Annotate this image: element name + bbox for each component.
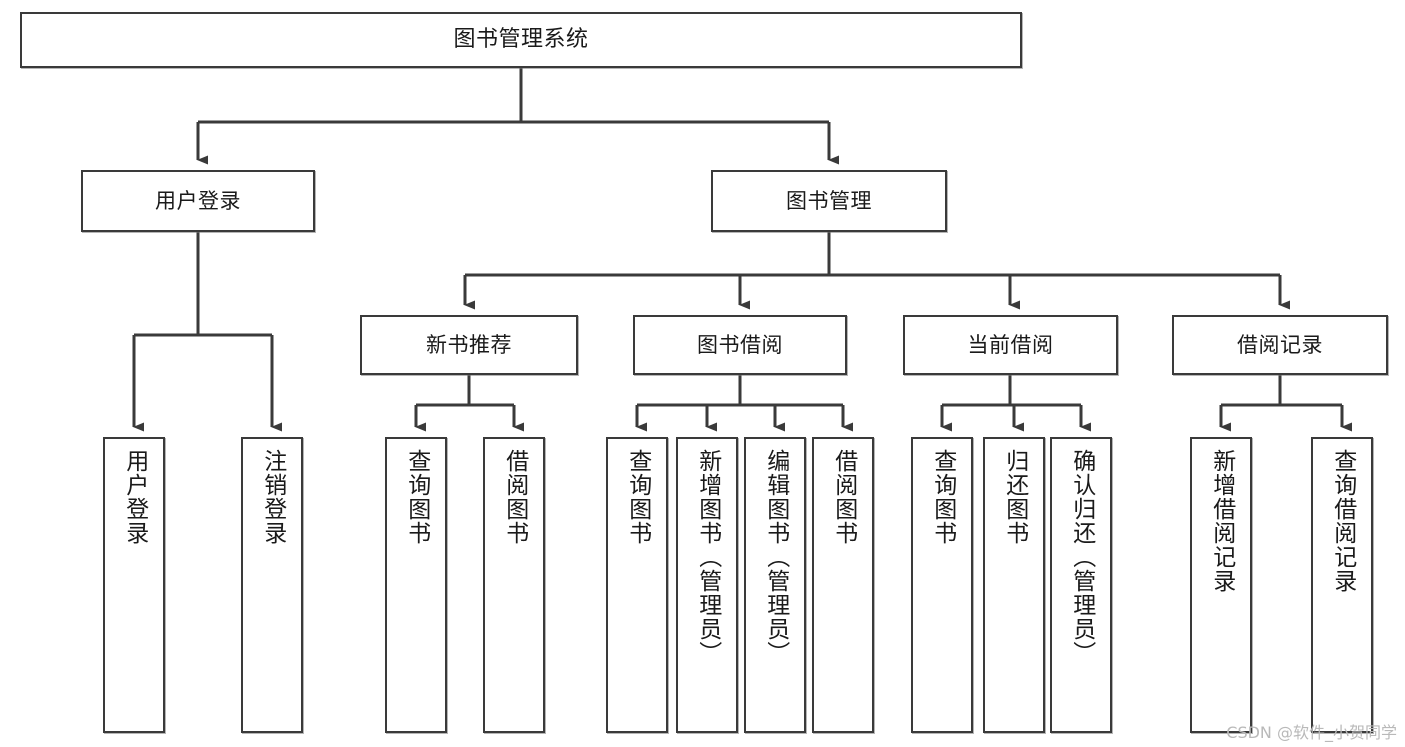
node-current-borrowing-label: 当前借阅 [967,332,1054,357]
leaf-return-book[interactable]: 归还图书 [983,437,1045,733]
leaf-query-book-3[interactable]: 查询图书 [911,437,973,733]
leaf-query-borrow-record-label: 查询借阅记录 [1329,449,1356,593]
watermark: CSDN @软件_小贺同学 [1226,723,1397,742]
leaf-borrow-book-1-label: 借阅图书 [501,449,528,545]
leaf-edit-book-label: 编辑图书（管理员） [762,449,789,665]
node-new-book-recommendation[interactable]: 新书推荐 [360,315,578,375]
node-borrowing-record[interactable]: 借阅记录 [1172,315,1388,375]
leaf-add-book-label: 新增图书（管理员） [694,449,721,665]
node-book-borrowing[interactable]: 图书借阅 [633,315,847,375]
leaf-query-book-2-label: 查询图书 [624,449,651,545]
node-root-label: 图书管理系统 [453,27,589,53]
leaf-borrow-book-2-label: 借阅图书 [830,449,857,545]
leaf-user-login[interactable]: 用户登录 [103,437,165,733]
node-user-login-label: 用户登录 [155,188,241,213]
leaf-add-borrow-record[interactable]: 新增借阅记录 [1190,437,1252,733]
node-root[interactable]: 图书管理系统 [20,12,1022,68]
leaf-user-logout[interactable]: 注销登录 [241,437,303,733]
leaf-return-book-label: 归还图书 [1001,449,1028,545]
leaf-query-book-2[interactable]: 查询图书 [606,437,668,733]
leaf-query-book-1[interactable]: 查询图书 [385,437,447,733]
node-user-login[interactable]: 用户登录 [81,170,315,232]
node-new-book-recommendation-label: 新书推荐 [426,332,512,357]
leaf-query-book-3-label: 查询图书 [929,449,956,545]
leaf-add-book[interactable]: 新增图书（管理员） [676,437,738,733]
leaf-edit-book[interactable]: 编辑图书（管理员） [744,437,806,733]
leaf-query-book-1-label: 查询图书 [403,449,430,545]
node-borrowing-record-label: 借阅记录 [1237,332,1323,357]
leaf-query-borrow-record[interactable]: 查询借阅记录 [1311,437,1373,733]
node-current-borrowing[interactable]: 当前借阅 [903,315,1118,375]
node-book-borrowing-label: 图书借阅 [697,332,783,357]
leaf-confirm-return-label: 确认归还（管理员） [1068,449,1095,665]
leaf-borrow-book-2[interactable]: 借阅图书 [812,437,874,733]
leaf-confirm-return[interactable]: 确认归还（管理员） [1050,437,1112,733]
leaf-add-borrow-record-label: 新增借阅记录 [1208,449,1235,593]
leaf-borrow-book-1[interactable]: 借阅图书 [483,437,545,733]
node-book-management-label: 图书管理 [786,188,872,213]
node-book-management[interactable]: 图书管理 [711,170,947,232]
leaf-user-login-label: 用户登录 [121,449,148,545]
leaf-user-logout-label: 注销登录 [259,449,286,545]
